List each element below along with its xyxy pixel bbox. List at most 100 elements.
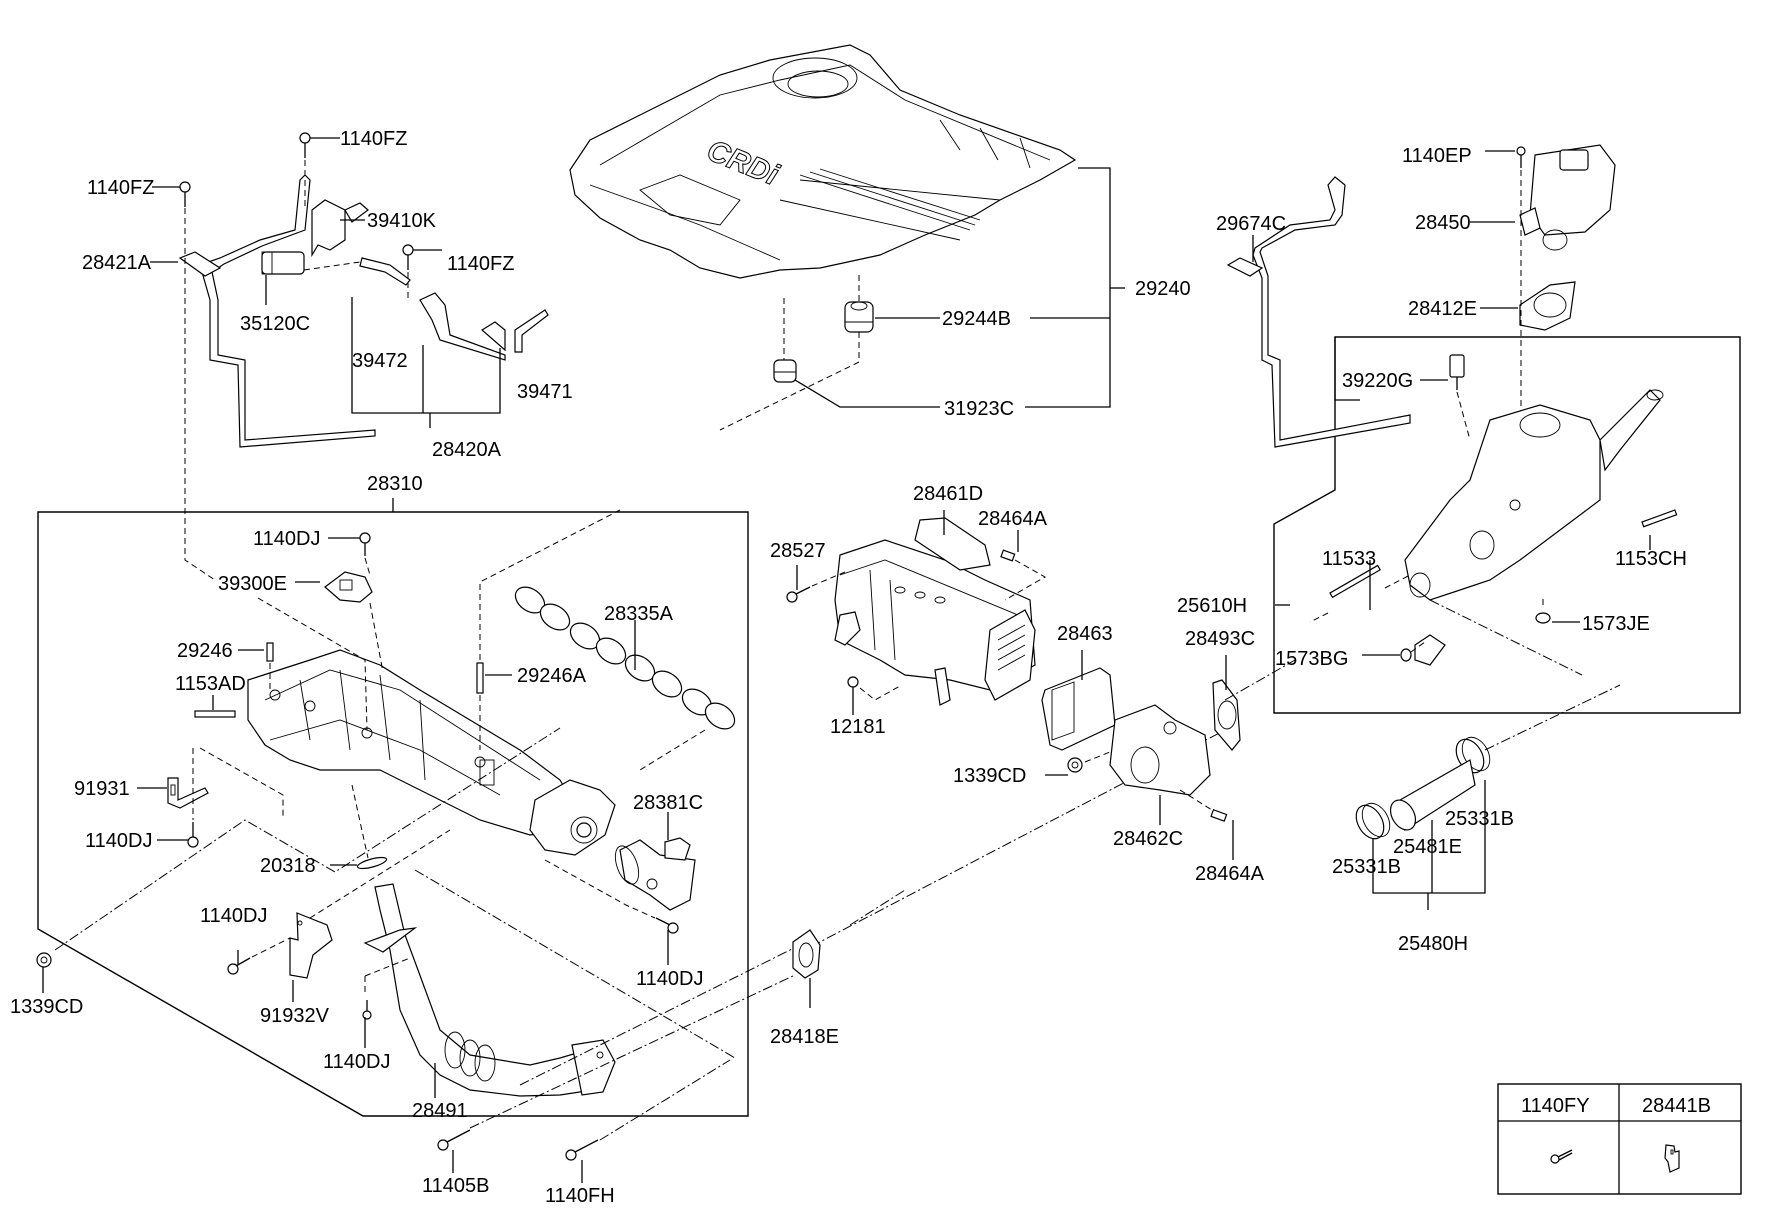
stud-1153ad[interactable]	[194, 710, 236, 718]
label-1153ad: 1153AD	[175, 673, 246, 695]
label-28418e: 28418E	[770, 1026, 839, 1048]
label-25331b-left: 25331B	[1332, 856, 1401, 878]
label-25481e: 25481E	[1393, 836, 1462, 858]
label-1140dj-valve: 1140DJ	[636, 968, 703, 990]
bolt-1140fz-top[interactable]	[299, 132, 311, 158]
label-91931: 91931	[74, 778, 130, 800]
label-1140dj-left: 1140DJ	[200, 905, 267, 927]
pipe-28421a[interactable]	[178, 174, 376, 448]
label-31923c: 31923C	[944, 398, 1014, 420]
clip-bracket-icon	[1664, 1144, 1680, 1173]
grommet-29244b[interactable]	[844, 301, 874, 333]
label-1140ep: 1140EP	[1402, 145, 1472, 167]
bolt-icon	[1550, 1149, 1573, 1164]
bolt-1140fz-right[interactable]	[402, 244, 414, 270]
label-91932v: 91932V	[260, 1005, 330, 1027]
label-28462c: 28462C	[1113, 828, 1183, 850]
pipe-28491[interactable]	[363, 883, 616, 1097]
egr-housing-28462c[interactable]	[1109, 704, 1211, 796]
label-25480h: 25480H	[1398, 933, 1468, 955]
legend-header-1140fy: 1140FY	[1521, 1095, 1590, 1117]
label-28310: 28310	[367, 473, 423, 495]
gasket-28463[interactable]	[1041, 667, 1116, 751]
label-29246a: 29246A	[517, 665, 587, 687]
nut-1339cd-left[interactable]	[36, 952, 52, 968]
label-28335a: 28335A	[604, 603, 674, 625]
bolt-1140dj-valve[interactable]	[655, 917, 679, 934]
pipe-29674c[interactable]	[1226, 176, 1411, 448]
label-1140dj-sensor: 1140DJ	[253, 528, 320, 550]
stud-29246a[interactable]	[476, 662, 484, 694]
hose-25481e[interactable]	[1385, 759, 1476, 834]
sensor-39300e[interactable]	[324, 571, 373, 603]
label-39300e: 39300E	[218, 573, 287, 595]
label-28461d: 28461D	[913, 483, 983, 505]
stud-29246[interactable]	[266, 642, 274, 662]
label-28527: 28527	[770, 540, 826, 562]
label-28421a: 28421A	[82, 252, 152, 274]
valve-28381c[interactable]	[611, 837, 696, 911]
label-11405b: 11405B	[422, 1175, 489, 1197]
bracket-91932v[interactable]	[289, 912, 333, 979]
label-25331b-right: 25331B	[1445, 808, 1514, 830]
label-29674c: 29674C	[1216, 213, 1286, 235]
gasket-28412e[interactable]	[1519, 281, 1576, 331]
label-28493c: 28493C	[1185, 628, 1255, 650]
hose-assy-28420a[interactable]	[419, 292, 549, 361]
legend-table: 1140FY 28441B	[1497, 1083, 1742, 1195]
bolt-1140dj-pipe[interactable]	[362, 1000, 372, 1020]
egr-housing-25610h[interactable]	[1404, 389, 1664, 666]
label-1140fz-top: 1140FZ	[340, 128, 407, 150]
label-1573bg: 1573BG	[1275, 648, 1348, 670]
gasket-28335a[interactable]	[511, 582, 740, 734]
label-28450: 28450	[1415, 212, 1471, 234]
gasket-20318[interactable]	[356, 855, 388, 870]
label-28412e: 28412E	[1408, 298, 1477, 320]
bolt-28527[interactable]	[786, 586, 811, 603]
valve-35120c[interactable]	[261, 251, 305, 275]
bolt-11405b[interactable]	[437, 1129, 471, 1151]
nut-1339cd-mid[interactable]	[1067, 757, 1083, 773]
bracket-91931[interactable]	[167, 777, 209, 809]
bolt-1140fh[interactable]	[565, 1139, 599, 1161]
label-29244b: 29244B	[942, 308, 1011, 330]
grommet-31923c[interactable]	[773, 359, 797, 383]
bolt-1140dj-sensor[interactable]	[359, 532, 371, 556]
label-20318: 20318	[260, 855, 316, 877]
label-1153ch: 1153CH	[1615, 548, 1687, 570]
hose-39472[interactable]	[359, 257, 411, 286]
label-28420a: 28420A	[432, 439, 502, 461]
plug-1573je[interactable]	[1535, 612, 1551, 624]
throttle-flange[interactable]	[529, 779, 616, 856]
label-39471: 39471	[517, 381, 573, 403]
bolt-1140dj-left[interactable]	[227, 957, 251, 975]
bolt-28464a-top[interactable]	[1000, 549, 1016, 562]
label-1339cd-mid: 1339CD	[953, 765, 1026, 787]
label-11533: 11533	[1322, 548, 1376, 570]
egr-cooler-28461d[interactable]	[834, 517, 1036, 706]
stud-1153ch[interactable]	[1641, 509, 1678, 528]
nut-12181[interactable]	[847, 676, 859, 688]
gasket-28493c[interactable]	[1212, 679, 1241, 751]
bracket-39410k[interactable]	[311, 199, 369, 258]
sensor-39220g[interactable]	[1449, 354, 1465, 390]
label-29246: 29246	[177, 640, 233, 662]
bolt-28464a-bottom[interactable]	[1210, 809, 1228, 822]
label-28464a-bottom: 28464A	[1195, 863, 1265, 885]
gasket-28418e[interactable]	[792, 929, 821, 979]
label-1339cd-left: 1339CD	[10, 996, 83, 1018]
clamp-25331b-left[interactable]	[1351, 798, 1396, 843]
label-39472: 39472	[352, 350, 408, 372]
bolt-1140fz-left[interactable]	[179, 181, 191, 207]
egr-valve-28450[interactable]	[1519, 144, 1616, 251]
bolt-1140dj-bracket[interactable]	[187, 822, 199, 848]
bolt-1140ep[interactable]	[1516, 146, 1526, 168]
label-28463: 28463	[1057, 623, 1113, 645]
label-39410k: 39410K	[367, 210, 437, 232]
stud-11533[interactable]	[1329, 564, 1381, 599]
label-1140dj-pipe: 1140DJ	[323, 1051, 390, 1073]
plug-1573bg[interactable]	[1400, 648, 1412, 662]
engine-cover[interactable]: CRDi	[569, 44, 1077, 279]
label-1573je: 1573JE	[1582, 613, 1650, 635]
